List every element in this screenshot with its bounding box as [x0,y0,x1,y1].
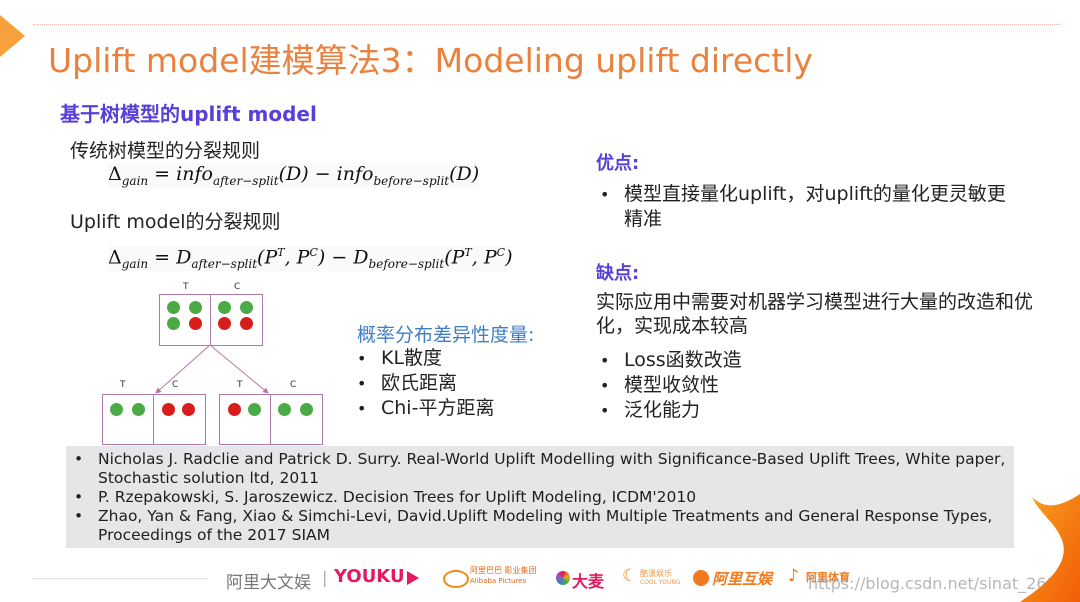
uplift-split-label: Uplift model的分裂规则 [70,211,281,233]
red-dot [218,317,231,330]
cons-item: 泛化能力 [596,398,742,423]
reference-item: Nicholas J. Radclie and Patrick D. Surry… [66,450,1014,488]
damai-logo: 大麦 [572,572,605,591]
youku-arrow-icon [407,571,419,585]
tree-right-c-label: C [290,380,297,390]
delta-symbol: Δ [108,246,122,269]
tree-left-c-label: C [172,380,179,390]
green-dot [218,301,231,314]
formula-part: , P [284,246,310,269]
formula-part: (P [257,246,278,269]
tree-left-control-node [153,394,206,445]
tree-root-t-label: T [183,282,189,292]
top-dotted-rule [33,24,1061,25]
red-dot [189,317,202,330]
coolyoung-en: COOL YOUNG [640,579,681,586]
tree-right-control-node [270,394,323,445]
section-subtitle: 基于树模型的uplift model [60,102,317,126]
tree-right-t-label: T [237,380,243,390]
green-dot [278,403,291,416]
pros-heading: 优点: [596,153,640,174]
cons-list: Loss函数改造 模型收敛性 泛化能力 [596,348,742,423]
ali-sports-logo-icon: ♪ [788,566,799,586]
formula-part: (P [444,246,465,269]
tree-root-control-node [210,294,263,346]
formula-part: , P [471,246,497,269]
gain-subscript: gain [121,257,149,272]
pros-list: 模型直接量化uplift，对uplift的量化更灵敏更精准 [596,182,1016,232]
corner-triangle-decoration [0,15,25,57]
formula-part: = D [148,246,192,269]
green-dot [167,317,180,330]
csdn-watermark: https://blog.csdn.net/sinat_26917383 [808,574,1080,593]
tree-left-treatment-node [102,394,155,445]
red-dot [240,317,253,330]
reference-item: Zhao, Yan & Fang, Xiao & Simchi-Levi, Da… [66,507,1014,545]
formula-part: (D) [449,163,480,185]
formula-part: = info [148,163,213,185]
before-split-subscript: before−split [368,257,445,272]
references-box: Nicholas J. Radclie and Patrick D. Surry… [66,446,1014,548]
green-dot [300,403,313,416]
cons-description: 实际应用中需要对机器学习模型进行大量的改造和优化，实现成本较高 [596,291,1034,337]
red-dot [182,403,195,416]
control-superscript: C [496,246,506,259]
tree-right-treatment-node [219,394,272,445]
green-dot [240,301,253,314]
uplift-gain-formula: Δgain = Dafter−split(PT, PC) − Dbefore−s… [108,246,513,272]
before-split-subscript: before−split [373,173,450,188]
footer-brand: 阿里大文娱 [226,573,311,593]
coolyoung-cn: 酷漾娱乐 [640,569,672,578]
green-dot [248,403,261,416]
measure-item: Chi-平方距离 [353,396,494,421]
gain-subscript: gain [121,173,149,188]
cons-heading: 缺点: [596,263,640,284]
reference-item: P. Rzepakowski, S. Jaroszewicz. Decision… [66,488,1014,507]
green-dot [189,301,202,314]
bottom-dotted-rule [33,578,208,579]
alibaba-pictures-en: Alibaba Pictures [470,577,527,585]
tree-root-c-label: C [234,282,241,292]
measure-item: KL散度 [353,346,494,371]
slide-title: Uplift model建模算法3：Modeling uplift direct… [48,41,813,80]
after-split-subscript: after−split [191,257,258,272]
alibaba-pictures-logo-icon [443,570,469,588]
pros-item: 模型直接量化uplift，对uplift的量化更灵敏更精准 [596,182,1016,232]
formula-part: ) − D [317,246,369,269]
tree-root-treatment-node [159,294,212,346]
divergence-measure-list: KL散度 欧氏距离 Chi-平方距离 [353,346,494,421]
green-dot [132,403,145,416]
control-superscript: C [309,246,318,259]
footer-separator: | [322,568,328,587]
damai-logo-icon [556,571,570,585]
formula-part: (D) − info [278,163,374,185]
orange-swoosh-decoration [1020,494,1080,602]
formula-part: ) [505,246,513,269]
traditional-gain-formula: Δgain = infoafter−split(D) − infobefore−… [108,163,480,188]
green-dot [110,403,123,416]
coolyoung-logo-icon: ☾ [622,566,638,586]
alibaba-pictures-cn: 阿里巴巴 影业集团 [470,566,537,575]
cons-item: 模型收敛性 [596,373,742,398]
measure-item: 欧氏距离 [353,371,494,396]
red-dot [162,403,175,416]
treatment-superscript: T [464,246,472,259]
ali-sports-logo: 阿里体育 [806,571,850,584]
after-split-subscript: after−split [212,173,279,188]
reference-list: Nicholas J. Radclie and Patrick D. Surry… [66,446,1014,545]
green-dot [167,301,180,314]
treatment-superscript: T [277,246,285,259]
distribution-divergence-title: 概率分布差异性度量: [357,324,535,346]
delta-symbol: Δ [108,163,122,185]
tree-left-t-label: T [120,380,126,390]
ali-huyu-logo: 阿里互娱 [712,570,773,588]
traditional-split-label: 传统树模型的分裂规则 [70,140,261,162]
cons-item: Loss函数改造 [596,348,742,373]
youku-logo: YOUKU [334,566,405,587]
red-dot [228,403,241,416]
ali-huyu-logo-icon [693,570,709,586]
